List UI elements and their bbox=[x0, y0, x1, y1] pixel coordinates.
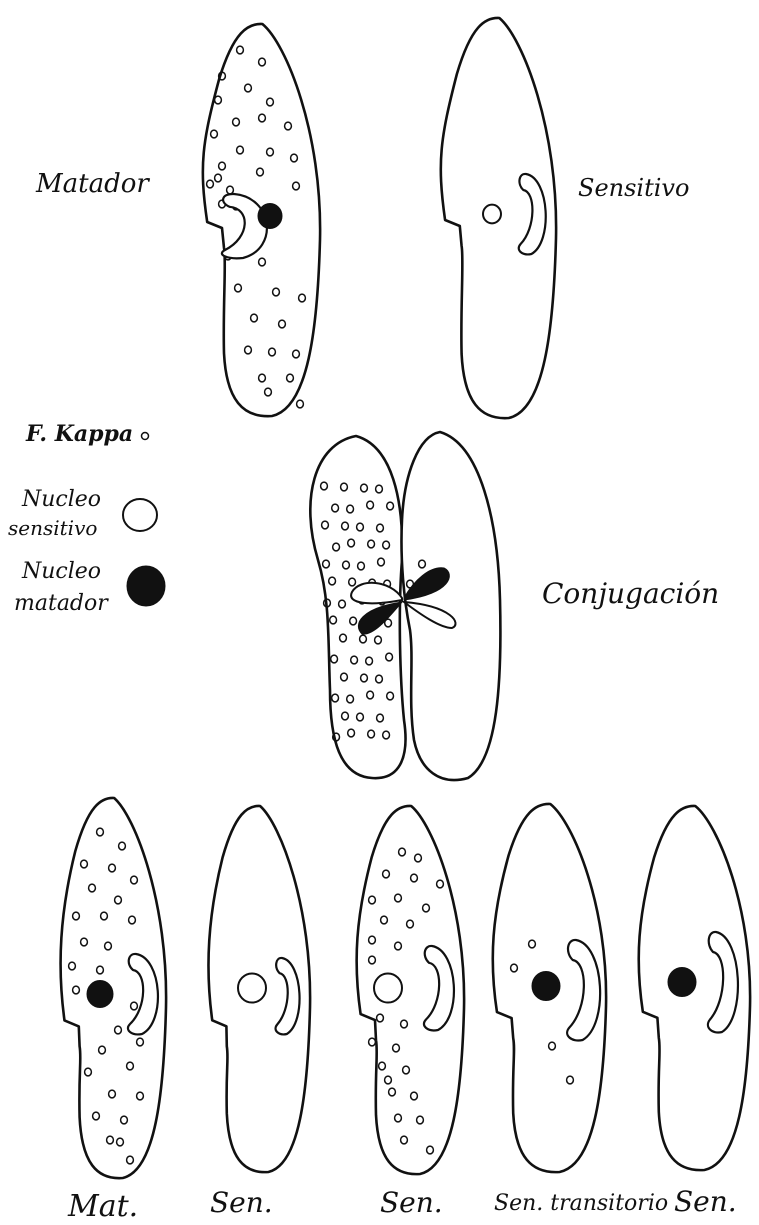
sensitive-nucleus bbox=[483, 205, 501, 224]
kappa-particle bbox=[369, 1038, 376, 1046]
label-bottom-mat: Mat. bbox=[67, 1189, 138, 1224]
legend-sensitive-label-1: Nucleo bbox=[21, 487, 101, 512]
label-bottom-sen-1: Sen. bbox=[210, 1186, 273, 1219]
bottom-cell-sen-kappa bbox=[357, 806, 465, 1174]
legend-killer-label-2: matador bbox=[14, 591, 109, 616]
legend-killer-nucleus-symbol bbox=[127, 566, 165, 606]
label-bottom-sen-transitorio: Sen. transitorio bbox=[494, 1191, 668, 1216]
killer-nucleus bbox=[87, 980, 113, 1007]
bottom-cell-sen-killer-nucleus bbox=[639, 806, 750, 1170]
label-sensitivo: Sensitivo bbox=[578, 174, 689, 202]
legend-kappa-symbol bbox=[142, 433, 149, 440]
label-bottom-sen-3: Sen. bbox=[674, 1185, 737, 1218]
label-matador: Matador bbox=[35, 169, 150, 199]
killer-nucleus bbox=[668, 967, 696, 996]
bottom-cell-sen bbox=[208, 806, 310, 1172]
matador-cell bbox=[203, 24, 320, 416]
bottom-cell-mat bbox=[61, 798, 167, 1178]
legend-sensitive-nucleus-symbol bbox=[123, 499, 157, 531]
legend-killer-label-1: Nucleo bbox=[21, 559, 101, 584]
legend-kappa-label: F. Kappa bbox=[25, 421, 133, 447]
sensitive-nucleus bbox=[238, 973, 266, 1002]
label-conjugacion: Conjugación bbox=[542, 577, 719, 610]
sensitive-nucleus bbox=[374, 973, 402, 1002]
legend-sensitive-label-2: sensitivo bbox=[8, 516, 97, 540]
legend: F. Kappa Nucleo sensitivo Nucleo matador bbox=[8, 421, 165, 616]
label-bottom-sen-2: Sen. bbox=[380, 1186, 443, 1219]
killer-nucleus bbox=[532, 971, 560, 1000]
bottom-cell-sen-transitorio bbox=[493, 804, 606, 1172]
kappa-particle bbox=[297, 400, 304, 408]
killer-nucleus bbox=[258, 204, 282, 229]
sensitivo-cell bbox=[441, 18, 556, 418]
